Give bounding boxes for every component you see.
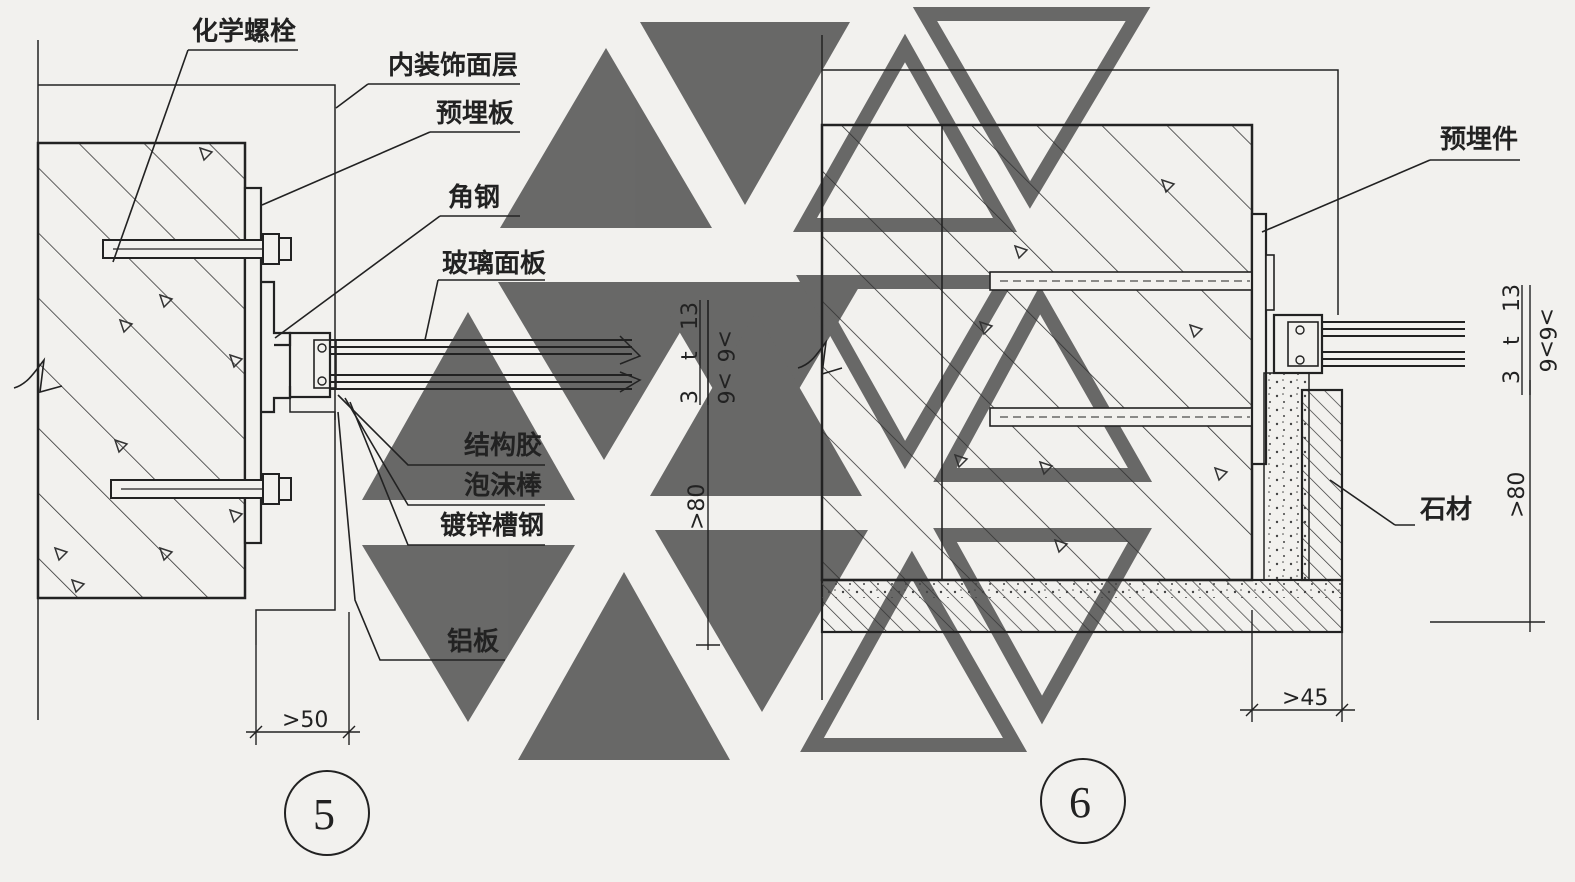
dim-width-5: >50	[282, 708, 328, 733]
dimension-glass-6	[1430, 285, 1545, 632]
label-chemical-bolt: 化学螺栓	[192, 16, 296, 47]
structural-adhesive-joint	[313, 339, 337, 389]
dimension-glass-5	[696, 300, 720, 650]
aggregate-marks	[53, 146, 244, 594]
dim-13-5: 13	[678, 302, 703, 330]
galvanized-channel-6	[1272, 313, 1324, 375]
dimension-width-5	[246, 612, 360, 745]
interior-finish-outline	[38, 84, 336, 645]
dim-gap-a-5: >6	[712, 330, 737, 362]
detail-6-marker-circle	[1040, 758, 1126, 844]
label-interior-finish: 内装饰面层	[388, 51, 518, 81]
aluminum-plate	[289, 397, 336, 420]
foam-rod	[317, 343, 327, 353]
dim-3-5: 3	[678, 390, 703, 404]
dim-depth-5: >80	[685, 484, 710, 530]
leader-lines	[112, 49, 545, 661]
watermark-triangle	[640, 22, 850, 205]
watermark-triangle	[498, 282, 710, 460]
concrete-beam	[820, 123, 1254, 582]
dim-gap-a-6: >6	[1534, 308, 1559, 340]
detail-6	[797, 35, 1545, 844]
watermark-triangle-outline	[912, 6, 1151, 209]
dim-3-6: 3	[1500, 370, 1525, 384]
break-mark	[13, 357, 63, 394]
dim-gap-b-6: >6	[1534, 340, 1559, 372]
embedded-part-plate	[1250, 212, 1268, 466]
glass-panel-6	[1322, 321, 1465, 367]
label-stone: 石材	[1419, 495, 1472, 525]
label-aluminum-plate: 铝板	[447, 627, 499, 657]
label-structural-adhesive: 结构胶	[464, 430, 542, 461]
angle-steel	[261, 280, 292, 347]
watermark-triangle	[362, 312, 575, 500]
dim-t-6: t	[1500, 336, 1525, 345]
dimension-width-6	[1240, 610, 1355, 722]
dim-t-5: t	[678, 351, 703, 360]
aggregate-marks-6	[953, 178, 1229, 554]
watermark-triangle-outline	[800, 550, 1028, 752]
glass-panel	[330, 335, 642, 393]
label-angle-steel: 角钢	[448, 182, 500, 213]
detail-5	[13, 40, 720, 856]
watermark-triangle	[500, 48, 712, 228]
label-embedded-plate: 预埋板	[436, 99, 514, 129]
leader-lines-6	[1261, 159, 1520, 526]
detail-5-number: 5	[313, 790, 335, 839]
detail-6-number: 6	[1069, 778, 1091, 827]
galvanized-channel	[288, 331, 332, 399]
watermark-triangle	[650, 312, 862, 496]
label-galvanized-channel: 镀锌槽钢	[440, 510, 544, 541]
detail-6-labels: 预埋件 石材 >45 13 t 3 >6 >6 >80 6	[1069, 125, 1559, 827]
embedded-plate	[243, 186, 263, 545]
dim-gap-b-5: >6	[712, 372, 737, 404]
detail-5-labels: 化学螺栓 内装饰面层 预埋板 角钢 玻璃面板 结构胶 泡沫棒 镀锌槽钢 铝板 >…	[192, 16, 737, 839]
dim-13-6: 13	[1500, 284, 1525, 312]
watermark-triangle	[362, 545, 575, 722]
stone-cladding	[1300, 388, 1344, 582]
label-embedded-part: 预埋件	[1440, 125, 1518, 155]
concrete-wall	[36, 141, 247, 600]
label-foam-rod: 泡沫棒	[464, 471, 543, 501]
label-glass-panel: 玻璃面板	[442, 248, 546, 279]
dim-width-6: >45	[1282, 686, 1328, 711]
watermark-triangle	[518, 572, 730, 760]
dim-depth-6: >80	[1505, 472, 1530, 518]
detail-5-marker-circle	[284, 770, 370, 856]
